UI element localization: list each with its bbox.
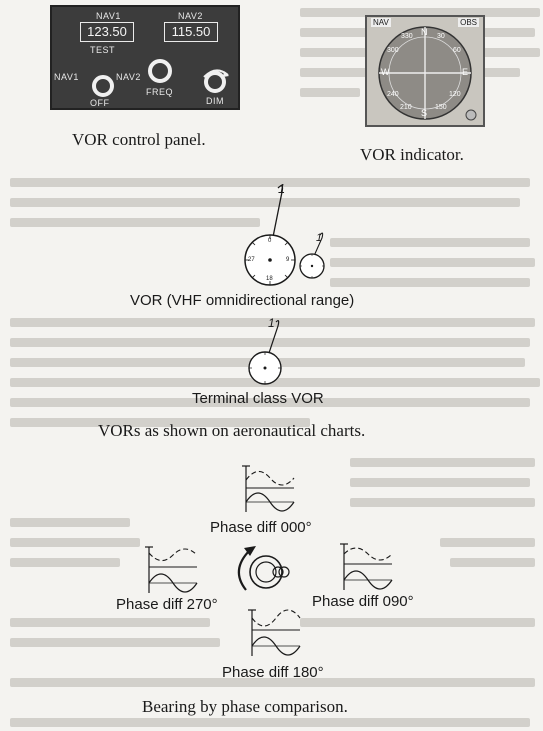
- caption-charts: VORs as shown on aeronautical charts.: [98, 421, 366, 440]
- phase-180-diagram: [248, 609, 301, 656]
- nav-selector-knob[interactable]: [92, 75, 114, 97]
- small-vor-pointer-number: 1: [316, 232, 323, 244]
- vor-indicator: NAV OBS N S E W 30 60 120 150 210 240 30…: [365, 15, 485, 127]
- nav-flag: NAV: [371, 18, 391, 27]
- nav1-heading: NAV1: [96, 11, 121, 21]
- caption-vor-indicator: VOR indicator.: [360, 145, 464, 164]
- deg-120: 120: [449, 91, 461, 98]
- vor-control-panel: NAV1 NAV2 123.50 115.50 TEST NAV1 NAV2 F…: [50, 5, 240, 110]
- terminal-pointer-number: 1: [268, 316, 275, 330]
- dim-label: DIM: [206, 96, 224, 106]
- caption-vor-control-panel: VOR control panel.: [72, 130, 206, 149]
- nav2-heading: NAV2: [178, 11, 203, 21]
- north-mark: N: [421, 27, 428, 37]
- caption-vor-vhf: VOR (VHF omnidirectional range): [130, 292, 355, 309]
- knob-nav2-label: NAV2: [116, 72, 141, 82]
- vor-south-mark: 18: [266, 276, 273, 282]
- west-mark: W: [381, 67, 390, 77]
- test-label: TEST: [90, 45, 116, 55]
- deg-210: 210: [400, 104, 412, 111]
- phase-000-diagram: [242, 465, 295, 512]
- caption-phase-000: Phase diff 000°: [210, 519, 312, 536]
- nav1-frequency-display: 123.50: [80, 22, 134, 42]
- nav2-frequency-display: 115.50: [164, 22, 218, 42]
- south-mark: S: [421, 108, 428, 118]
- freq-label: FREQ: [146, 87, 174, 97]
- obs-flag: OBS: [458, 18, 479, 27]
- east-mark: E: [462, 67, 469, 77]
- caption-phase-090: Phase diff 090°: [312, 593, 414, 610]
- rotating-phase-icon: [237, 546, 290, 591]
- dim-knob[interactable]: [204, 71, 226, 93]
- deg-150: 150: [435, 104, 447, 111]
- vor-west-mark: 27: [248, 257, 255, 263]
- caption-phase-270: Phase diff 270°: [116, 596, 218, 613]
- vor-east-mark: 9: [286, 257, 290, 263]
- knob-nav1-label: NAV1: [54, 72, 79, 82]
- dim-arrow-icon: [203, 69, 229, 78]
- off-label: OFF: [90, 98, 110, 108]
- caption-phase-180: Phase diff 180°: [222, 664, 324, 681]
- vor-north-mark: 0: [268, 238, 272, 244]
- deg-300: 300: [387, 47, 399, 54]
- deg-60: 60: [453, 47, 461, 54]
- deg-30: 30: [437, 33, 445, 40]
- caption-terminal-vor: Terminal class VOR: [192, 390, 324, 407]
- vor-pointer-number: 1: [278, 181, 286, 196]
- phase-090-diagram: [340, 543, 393, 590]
- deg-330: 330: [401, 33, 413, 40]
- terminal-vor-symbol: [248, 320, 282, 385]
- compass-card: [378, 26, 477, 121]
- phase-270-diagram: [145, 546, 198, 593]
- caption-bearing: Bearing by phase comparison.: [142, 697, 348, 716]
- vor-chart-symbol: [244, 185, 325, 286]
- deg-240: 240: [387, 91, 399, 98]
- frequency-knob[interactable]: [148, 59, 172, 83]
